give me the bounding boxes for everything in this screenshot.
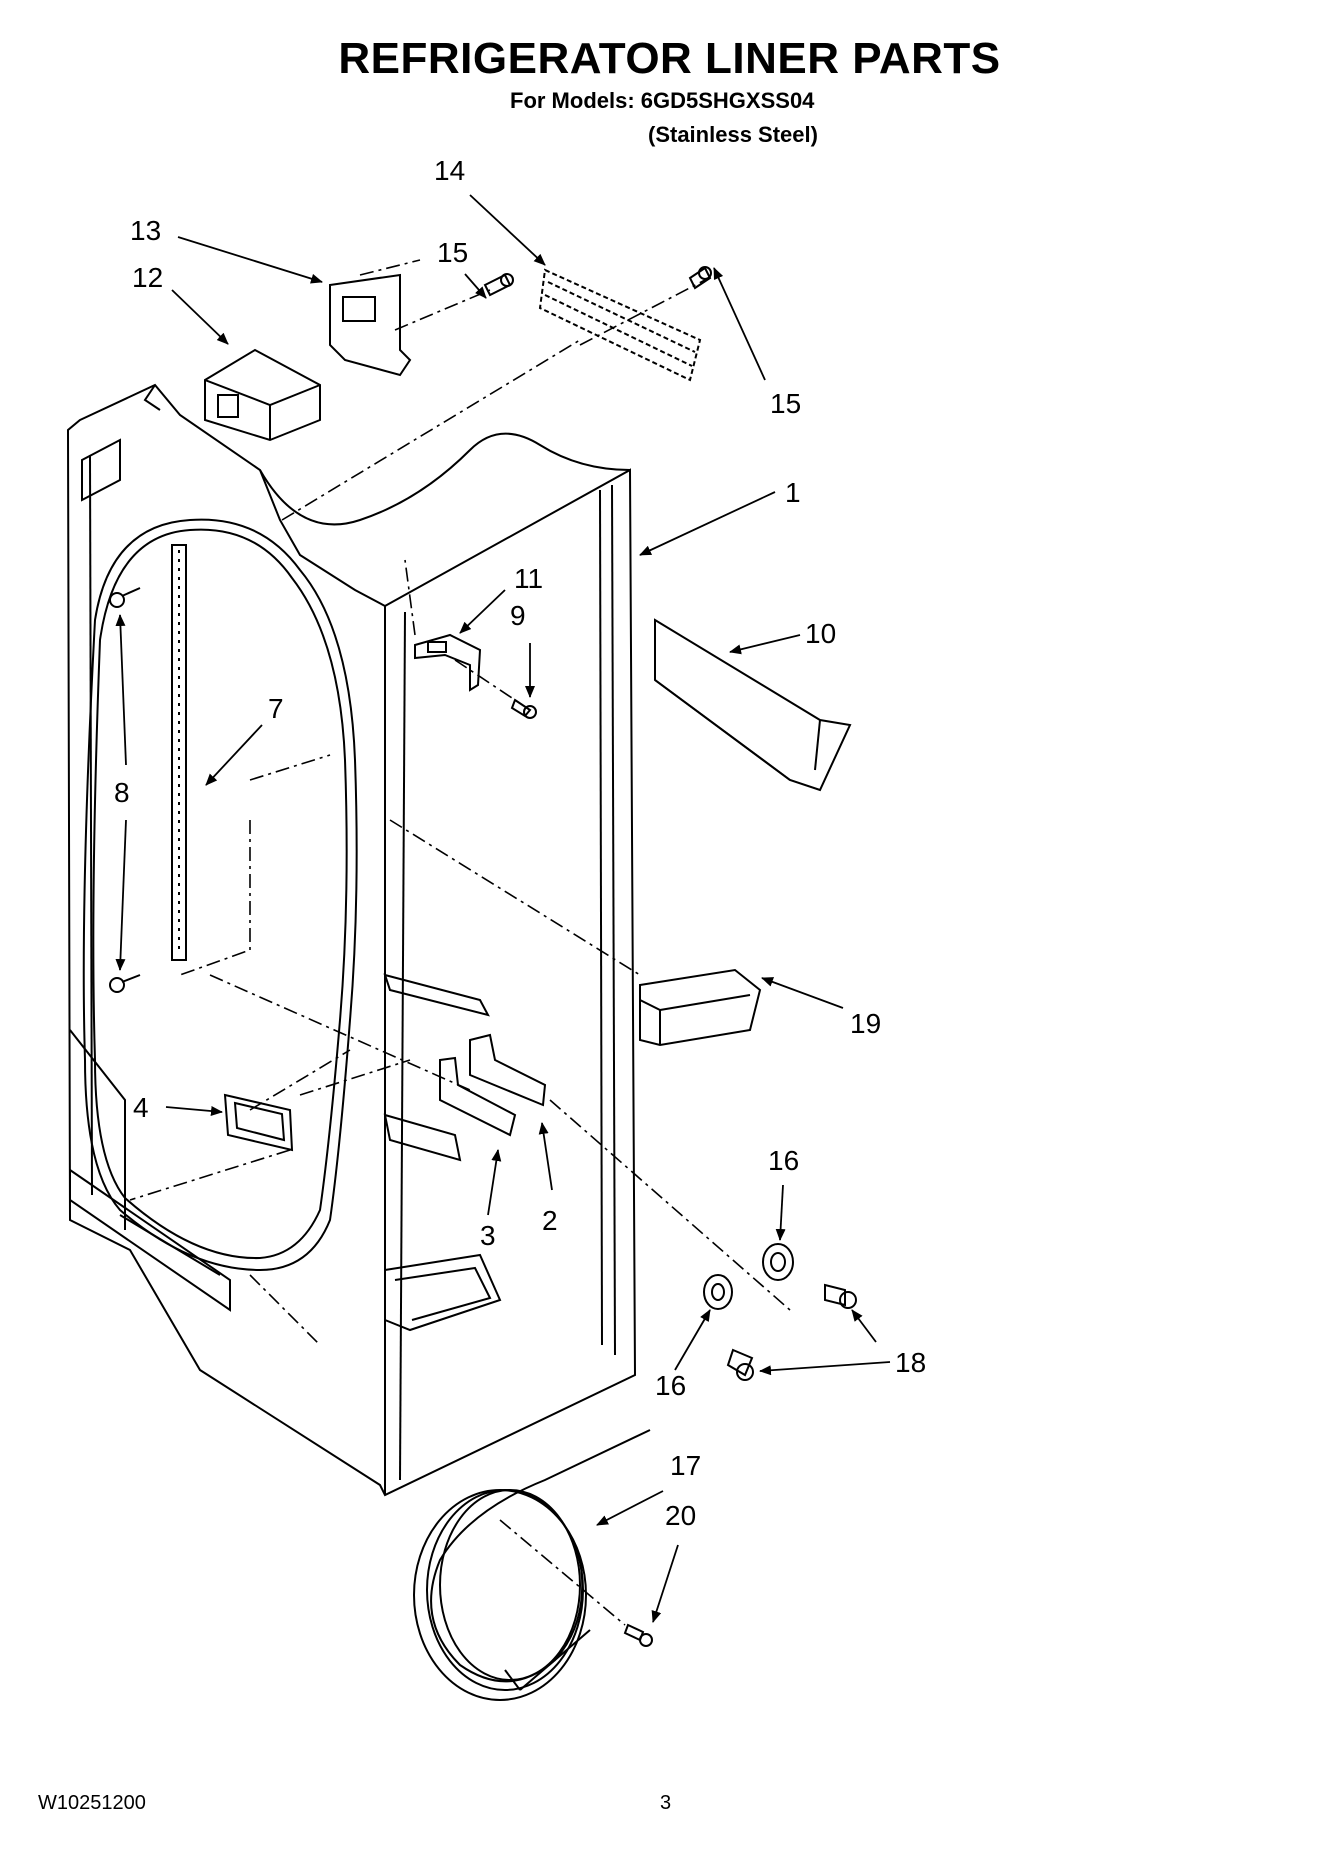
callout-12: 12 xyxy=(132,262,163,293)
part-8-screw-bottom xyxy=(109,974,141,993)
callout-4: 4 xyxy=(133,1092,149,1123)
part-10-rail xyxy=(654,618,852,792)
part-8-screw-top xyxy=(109,587,141,608)
part-18-plug-a xyxy=(824,1283,857,1309)
callout-17: 17 xyxy=(670,1450,701,1481)
part-15-screw-a xyxy=(483,273,514,297)
callout-2: 2 xyxy=(542,1205,558,1236)
callout-20: 20 xyxy=(665,1500,696,1531)
document-number: W10251200 xyxy=(38,1792,146,1814)
part-18-plug-b xyxy=(726,1348,754,1381)
part-2-bracket xyxy=(469,1033,547,1107)
callout-1: 1 xyxy=(785,477,801,508)
part-14-strip xyxy=(538,268,702,382)
part-11-bracket xyxy=(414,633,482,692)
callout-9: 9 xyxy=(510,600,526,631)
part-17-tubing xyxy=(413,1429,651,1701)
part-13-bracket xyxy=(329,273,412,377)
part-16-cap-a xyxy=(762,1243,794,1281)
variant-line: (Stainless Steel) xyxy=(648,122,818,147)
callout-18: 18 xyxy=(895,1347,926,1378)
callout-14: 14 xyxy=(434,155,465,186)
part-9-screw xyxy=(510,698,537,719)
callout-3: 3 xyxy=(480,1220,496,1251)
part-12-housing xyxy=(204,348,321,442)
callout-labels: 14 13 15 12 15 1 11 9 10 7 8 19 4 3 2 16… xyxy=(114,155,926,1531)
alignment-lines xyxy=(129,259,791,1626)
part-4-light xyxy=(223,1093,294,1152)
callout-15a: 15 xyxy=(437,237,468,268)
part-15-screw-b xyxy=(688,266,712,290)
callout-16a: 16 xyxy=(768,1145,799,1176)
page-title: REFRIGERATOR LINER PARTS xyxy=(338,34,1001,83)
callout-16b: 16 xyxy=(655,1370,686,1401)
callout-13: 13 xyxy=(130,215,161,246)
page-number: 3 xyxy=(660,1792,672,1814)
part-20-screw xyxy=(623,1623,653,1647)
callout-15b: 15 xyxy=(770,388,801,419)
part-16-cap-b xyxy=(703,1274,733,1310)
callout-7: 7 xyxy=(268,693,284,724)
leader-arrows xyxy=(115,194,891,1623)
callout-19: 19 xyxy=(850,1008,881,1039)
liner-body xyxy=(66,383,637,1497)
callout-11: 11 xyxy=(514,563,543,594)
part-19-housing xyxy=(639,968,762,1047)
callout-10: 10 xyxy=(805,618,836,649)
part-3-bracket xyxy=(439,1056,517,1137)
models-line: For Models: 6GD5SHGXSS04 xyxy=(510,88,815,113)
callout-8: 8 xyxy=(114,777,130,808)
